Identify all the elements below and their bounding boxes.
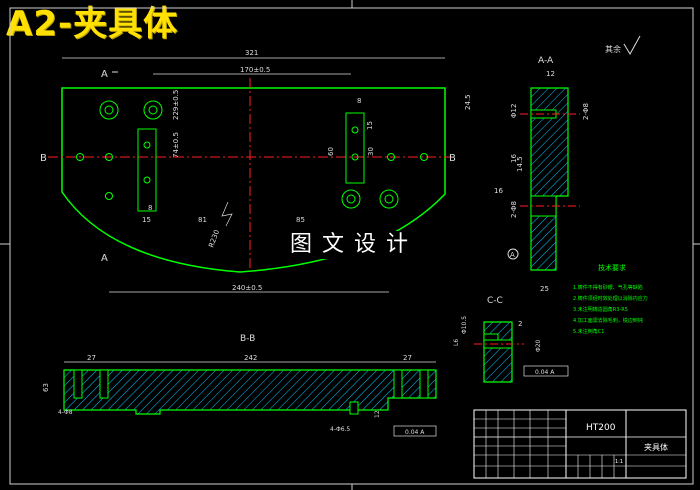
svg-text:0.04 A: 0.04 A [405,429,425,436]
svg-text:25: 25 [540,285,549,293]
section-bb-body [63,369,437,415]
svg-text:3.未注明铸造圆角R3-R5: 3.未注明铸造圆角R3-R5 [573,306,628,313]
svg-text:15: 15 [366,121,374,130]
section-aa: A-A 12 25 Φ12 2-Φ8 16 14.5 16 2-Φ8 A [494,56,590,293]
hole [143,176,151,184]
watermark: 图文设计 [286,231,423,259]
svg-text:R230: R230 [207,229,221,249]
svg-text:30: 30 [367,147,375,156]
right-slot [345,112,365,184]
hole [143,141,151,149]
svg-text:A: A [101,69,108,80]
hole [351,153,359,161]
hole [104,105,114,115]
hole [105,192,113,200]
svg-text:240±0.5: 240±0.5 [232,284,262,292]
hole [351,126,359,134]
plan-view: A A B B 321 170±0.5 240±0.5 229±0.5 74±0… [40,49,472,293]
hole [99,100,119,120]
svg-text:L6: L6 [453,339,460,346]
svg-text:1:1: 1:1 [615,459,623,465]
svg-text:8: 8 [148,204,152,212]
svg-text:229±0.5: 229±0.5 [172,90,180,120]
hole [76,153,84,161]
svg-text:Φ10.5: Φ10.5 [461,316,468,334]
svg-text:A: A [101,253,108,264]
section-bb: B-B 27 242 27 63 4-Φ8 4-Φ6.5 12 0.04 A [42,334,437,437]
svg-text:A: A [510,251,515,259]
svg-text:12: 12 [546,70,555,78]
drawing-title: A2-夹具体 [6,4,179,44]
svg-text:81: 81 [198,216,207,224]
svg-text:其余: 其余 [605,44,621,54]
hole [379,189,399,209]
plan-outline [61,87,446,273]
svg-text:170±0.5: 170±0.5 [240,66,270,74]
svg-text:4.加工面需去除毛刺，锐边倒钝: 4.加工面需去除毛刺，锐边倒钝 [573,317,643,324]
svg-text:16: 16 [494,187,503,195]
svg-text:242: 242 [244,354,257,362]
svg-text:HT200: HT200 [586,423,616,433]
svg-text:Φ20: Φ20 [535,339,542,352]
svg-text:14.5: 14.5 [516,156,524,172]
svg-text:Φ12: Φ12 [510,104,518,118]
svg-text:27: 27 [403,354,412,362]
svg-text:74±0.5: 74±0.5 [172,132,180,158]
hole [341,189,361,209]
hole [346,194,356,204]
hole [143,100,163,120]
svg-text:2.铸件须经时效处理以消除内应力: 2.铸件须经时效处理以消除内应力 [573,295,648,302]
svg-text:夹具体: 夹具体 [644,442,668,452]
svg-text:B: B [449,153,456,164]
svg-text:16: 16 [510,154,518,163]
svg-text:8: 8 [357,97,361,105]
hole [105,153,113,161]
svg-text:2: 2 [518,320,522,328]
svg-text:C-C: C-C [487,296,503,306]
svg-text:5.未注倒角C1: 5.未注倒角C1 [573,328,604,335]
svg-text:B-B: B-B [240,334,255,344]
svg-text:2-Φ8: 2-Φ8 [510,201,518,218]
hole [387,153,395,161]
hole [420,153,428,161]
svg-text:1.铸件不得有砂眼、气孔等缺陷: 1.铸件不得有砂眼、气孔等缺陷 [573,284,643,291]
svg-text:63: 63 [42,383,50,392]
section-cc-body [483,321,513,383]
svg-text:2-Φ8: 2-Φ8 [582,103,590,120]
svg-text:60: 60 [327,147,335,156]
title-block: HT200 夹具体 1:1 [473,409,687,479]
svg-text:24.5: 24.5 [464,94,472,110]
svg-text:4-Φ8: 4-Φ8 [58,409,73,416]
roughness-symbol: 其余 [605,35,641,55]
svg-text:4-Φ6.5: 4-Φ6.5 [330,426,350,433]
svg-text:12: 12 [374,410,381,418]
svg-text:A-A: A-A [538,56,554,66]
svg-text:15: 15 [142,216,151,224]
svg-text:85: 85 [296,216,305,224]
svg-text:321: 321 [245,49,258,57]
svg-text:技术要求: 技术要求 [598,263,626,272]
svg-text:0.04 A: 0.04 A [535,369,555,376]
svg-text:B: B [40,153,47,164]
tech-notes: 技术要求 1.铸件不得有砂眼、气孔等缺陷 2.铸件须经时效处理以消除内应力 3.… [573,263,648,335]
hole [384,194,394,204]
section-cc: C-C Φ10.5 2 L6 Φ20 0.04 A [453,296,569,383]
svg-text:27: 27 [87,354,96,362]
left-slot [137,128,157,212]
hole [148,105,158,115]
